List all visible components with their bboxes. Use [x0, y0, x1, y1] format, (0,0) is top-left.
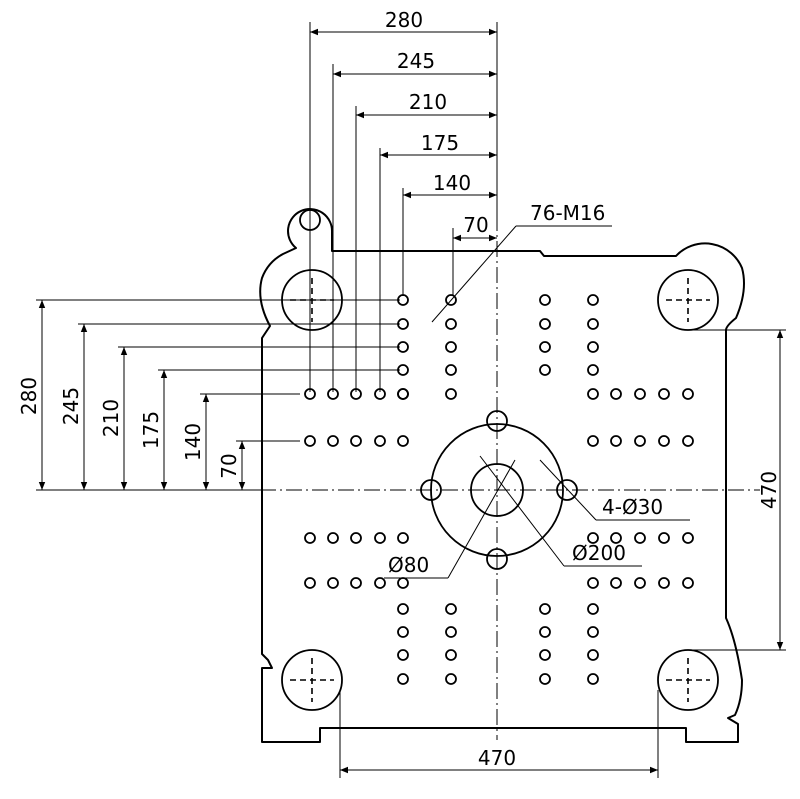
tapped-hole — [682, 532, 694, 544]
callout-dia200: Ø200 — [479, 455, 642, 567]
left-dim-6: 70 — [217, 453, 241, 478]
top-dim-2: 245 — [397, 49, 435, 73]
tapped-hole — [397, 626, 409, 638]
tapped-hole — [587, 626, 599, 638]
tapped-hole — [445, 603, 457, 615]
tapped-hole — [658, 577, 670, 589]
tapped-hole — [658, 388, 670, 400]
tapped-hole — [587, 673, 599, 685]
tapped-hole — [397, 603, 409, 615]
left-dim-1: 280 — [17, 377, 41, 415]
tapped-hole — [587, 577, 599, 589]
tapped-hole — [304, 532, 316, 544]
left-dim-3: 210 — [99, 399, 123, 437]
callout-76-m16: 76-M16 — [431, 201, 612, 323]
tapped-hole — [350, 435, 362, 447]
tapped-hole — [539, 626, 551, 638]
callout-4-dia30: 4-Ø30 — [539, 459, 690, 521]
tapped-hole — [350, 532, 362, 544]
tapped-hole — [445, 673, 457, 685]
tapped-hole — [634, 532, 646, 544]
tapped-hole — [610, 532, 622, 544]
tapped-hole — [445, 649, 457, 661]
tapped-hole — [539, 341, 551, 353]
tapped-hole — [587, 341, 599, 353]
callout-dia80: Ø80 — [384, 459, 516, 579]
left-dim-4: 175 — [139, 411, 163, 449]
tie-bar-holes — [281, 269, 719, 711]
tapped-hole — [445, 626, 457, 638]
right-dim: 470 — [757, 471, 781, 509]
tapped-hole — [539, 318, 551, 330]
tapped-hole — [397, 673, 409, 685]
tapped-hole — [374, 532, 386, 544]
top-dim-6: 70 — [463, 213, 488, 237]
tapped-hole — [539, 294, 551, 306]
tapped-hole-pattern — [304, 294, 694, 685]
tapped-hole — [587, 388, 599, 400]
top-dim-1: 280 — [385, 8, 423, 32]
bottom-dimension: 470 — [339, 690, 659, 778]
top-dim-3: 210 — [409, 90, 447, 114]
tapped-hole — [397, 649, 409, 661]
tapped-hole — [445, 364, 457, 376]
callout-tapped-holes: 76-M16 — [530, 201, 605, 225]
tapped-hole — [397, 435, 409, 447]
tapped-hole — [682, 435, 694, 447]
tapped-hole — [539, 649, 551, 661]
tapped-hole — [539, 364, 551, 376]
tapped-hole — [327, 435, 339, 447]
callout-bolt-holes: 4-Ø30 — [602, 495, 663, 519]
center-flange — [420, 410, 578, 570]
platen-outline — [259, 208, 745, 743]
tapped-hole — [445, 388, 457, 400]
right-dimension: 470 — [690, 329, 786, 651]
top-dim-5: 140 — [433, 171, 471, 195]
tapped-hole — [304, 435, 316, 447]
tapped-hole — [658, 435, 670, 447]
top-dimensions: 280 245 210 175 140 70 — [309, 8, 498, 392]
tapped-hole — [397, 577, 409, 589]
tapped-hole — [682, 388, 694, 400]
tapped-hole — [610, 577, 622, 589]
tapped-hole — [587, 364, 599, 376]
left-dimensions: 280 245 210 175 140 70 — [17, 299, 400, 491]
tapped-hole — [539, 673, 551, 685]
tapped-hole — [327, 532, 339, 544]
tapped-hole — [634, 435, 646, 447]
callout-inner-dia: Ø80 — [388, 553, 429, 577]
tapped-hole — [539, 603, 551, 615]
tapped-hole — [634, 388, 646, 400]
tapped-hole — [350, 577, 362, 589]
tapped-hole — [610, 388, 622, 400]
tapped-hole — [587, 532, 599, 544]
tapped-hole — [634, 577, 646, 589]
tapped-hole — [658, 532, 670, 544]
tapped-hole — [374, 435, 386, 447]
top-dim-4: 175 — [421, 131, 459, 155]
tapped-hole — [587, 603, 599, 615]
tapped-hole — [304, 577, 316, 589]
tapped-hole — [587, 435, 599, 447]
tapped-hole — [610, 435, 622, 447]
tapped-hole — [397, 532, 409, 544]
tapped-hole — [587, 294, 599, 306]
callout-outer-dia: Ø200 — [572, 541, 626, 565]
tapped-hole — [445, 341, 457, 353]
tapped-hole — [397, 388, 409, 400]
tapped-hole — [587, 649, 599, 661]
bottom-dim: 470 — [478, 746, 516, 770]
tapped-hole — [682, 577, 694, 589]
tapped-hole — [374, 577, 386, 589]
left-dim-2: 245 — [59, 387, 83, 425]
tapped-hole — [445, 318, 457, 330]
tapped-hole — [445, 294, 457, 306]
tapped-hole — [587, 318, 599, 330]
left-dim-5: 140 — [181, 423, 205, 461]
tapped-hole — [327, 577, 339, 589]
